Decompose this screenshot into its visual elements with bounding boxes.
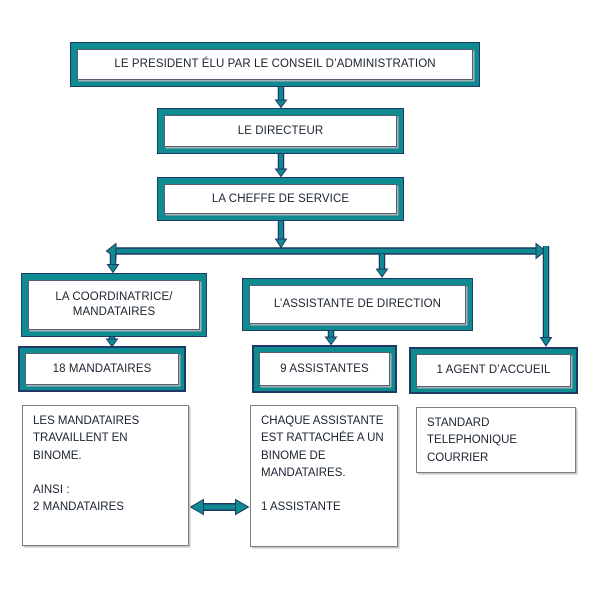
horizontal-branch-bar bbox=[105, 242, 547, 260]
node-9-assistantes-inner: 9 ASSISTANTES bbox=[259, 352, 390, 386]
connector-bar-to-coordinatrice bbox=[106, 254, 120, 274]
arrowhead-down-icon bbox=[375, 268, 389, 278]
connector-coordinatrice-to-mandataires bbox=[105, 336, 119, 348]
arrowhead-down-icon bbox=[274, 238, 288, 249]
node-directeur-label: LE DIRECTEUR bbox=[237, 124, 324, 137]
node-agent-accueil-inner: 1 AGENT D’ACCUEIL bbox=[416, 354, 571, 387]
node-9-assistantes: 9 ASSISTANTES bbox=[252, 345, 397, 393]
node-coordinatrice-label: LA COORDINATRICE/ MANDATAIRES bbox=[55, 291, 173, 318]
node-president-label: LE PRESIDENT ÉLU PAR LE CONSEIL D’ADMINI… bbox=[114, 58, 436, 70]
node-assistante-direction: L’ASSISTANTE DE DIRECTION bbox=[242, 278, 473, 331]
arrowhead-right-icon bbox=[535, 242, 547, 260]
node-president-inner: LE PRESIDENT ÉLU PAR LE CONSEIL D’ADMINI… bbox=[77, 49, 473, 80]
node-18-mandataires: 18 MANDATAIRES bbox=[18, 346, 186, 392]
arrowhead-down-icon bbox=[106, 264, 120, 274]
node-coordinatrice: LA COORDINATRICE/ MANDATAIRES bbox=[21, 273, 207, 337]
arrowhead-down-icon bbox=[324, 336, 338, 346]
connector-assistante-to-assistantes bbox=[324, 330, 338, 346]
node-agent-accueil-label: 1 AGENT D’ACCUEIL bbox=[436, 364, 551, 376]
node-president: LE PRESIDENT ÉLU PAR LE CONSEIL D’ADMINI… bbox=[70, 42, 480, 87]
connector-president-to-directeur bbox=[274, 87, 288, 109]
note-accueil: STANDARD TELEPHONIQUE COURRIER bbox=[416, 407, 576, 473]
arrowhead-left-icon bbox=[189, 498, 204, 516]
arrowhead-down-icon bbox=[105, 338, 119, 348]
arrowhead-down-icon bbox=[274, 168, 288, 178]
node-18-mandataires-inner: 18 MANDATAIRES bbox=[25, 353, 179, 385]
node-agent-accueil: 1 AGENT D’ACCUEIL bbox=[409, 347, 578, 394]
node-cheffe-de-service-inner: LA CHEFFE DE SERVICE bbox=[164, 184, 397, 214]
node-assistante-direction-label: L’ASSISTANTE DE DIRECTION bbox=[273, 298, 442, 310]
node-cheffe-de-service-label: LA CHEFFE DE SERVICE bbox=[211, 192, 350, 205]
node-coordinatrice-inner: LA COORDINATRICE/ MANDATAIRES bbox=[28, 280, 200, 330]
connector-directeur-to-cheffe bbox=[274, 153, 288, 178]
double-arrow-mandataires-assistante bbox=[189, 498, 250, 516]
node-9-assistantes-label: 9 ASSISTANTES bbox=[280, 362, 369, 375]
connector-bar-to-assistante bbox=[375, 254, 389, 278]
note-mandataires: LES MANDATAIRES TRAVAILLENT EN BINOME. A… bbox=[22, 405, 189, 546]
node-assistante-direction-inner: L’ASSISTANTE DE DIRECTION bbox=[249, 285, 466, 324]
arrowhead-down-icon bbox=[539, 337, 553, 347]
connector-bar-to-agent-accueil bbox=[539, 246, 553, 347]
node-directeur-inner: LE DIRECTEUR bbox=[164, 115, 397, 147]
connector-cheffe-to-bar bbox=[274, 221, 288, 249]
node-cheffe-de-service: LA CHEFFE DE SERVICE bbox=[157, 177, 404, 221]
arrowhead-down-icon bbox=[274, 99, 288, 109]
arrowhead-right-icon bbox=[235, 498, 250, 516]
note-assistantes: CHAQUE ASSISTANTE EST RATTACHÉE A UN BIN… bbox=[250, 405, 398, 547]
node-18-mandataires-label: 18 MANDATAIRES bbox=[52, 362, 152, 375]
node-directeur: LE DIRECTEUR bbox=[157, 108, 404, 154]
